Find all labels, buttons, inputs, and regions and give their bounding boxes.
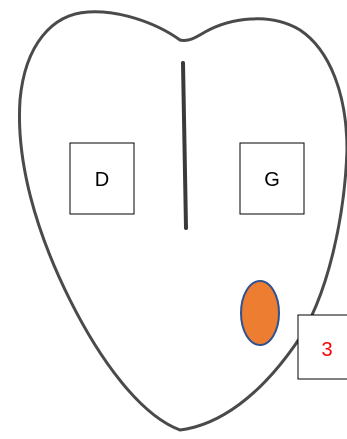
marker-ellipse xyxy=(240,280,280,346)
label-box-g: G xyxy=(239,142,305,215)
label-d-text: D xyxy=(95,169,109,191)
tongue-outline xyxy=(18,10,347,432)
center-divider-line xyxy=(181,61,188,230)
marker-label-box: 3 xyxy=(297,314,347,380)
label-box-d: D xyxy=(69,142,135,215)
label-g-text: G xyxy=(264,169,280,191)
marker-label-text: 3 xyxy=(321,339,332,361)
